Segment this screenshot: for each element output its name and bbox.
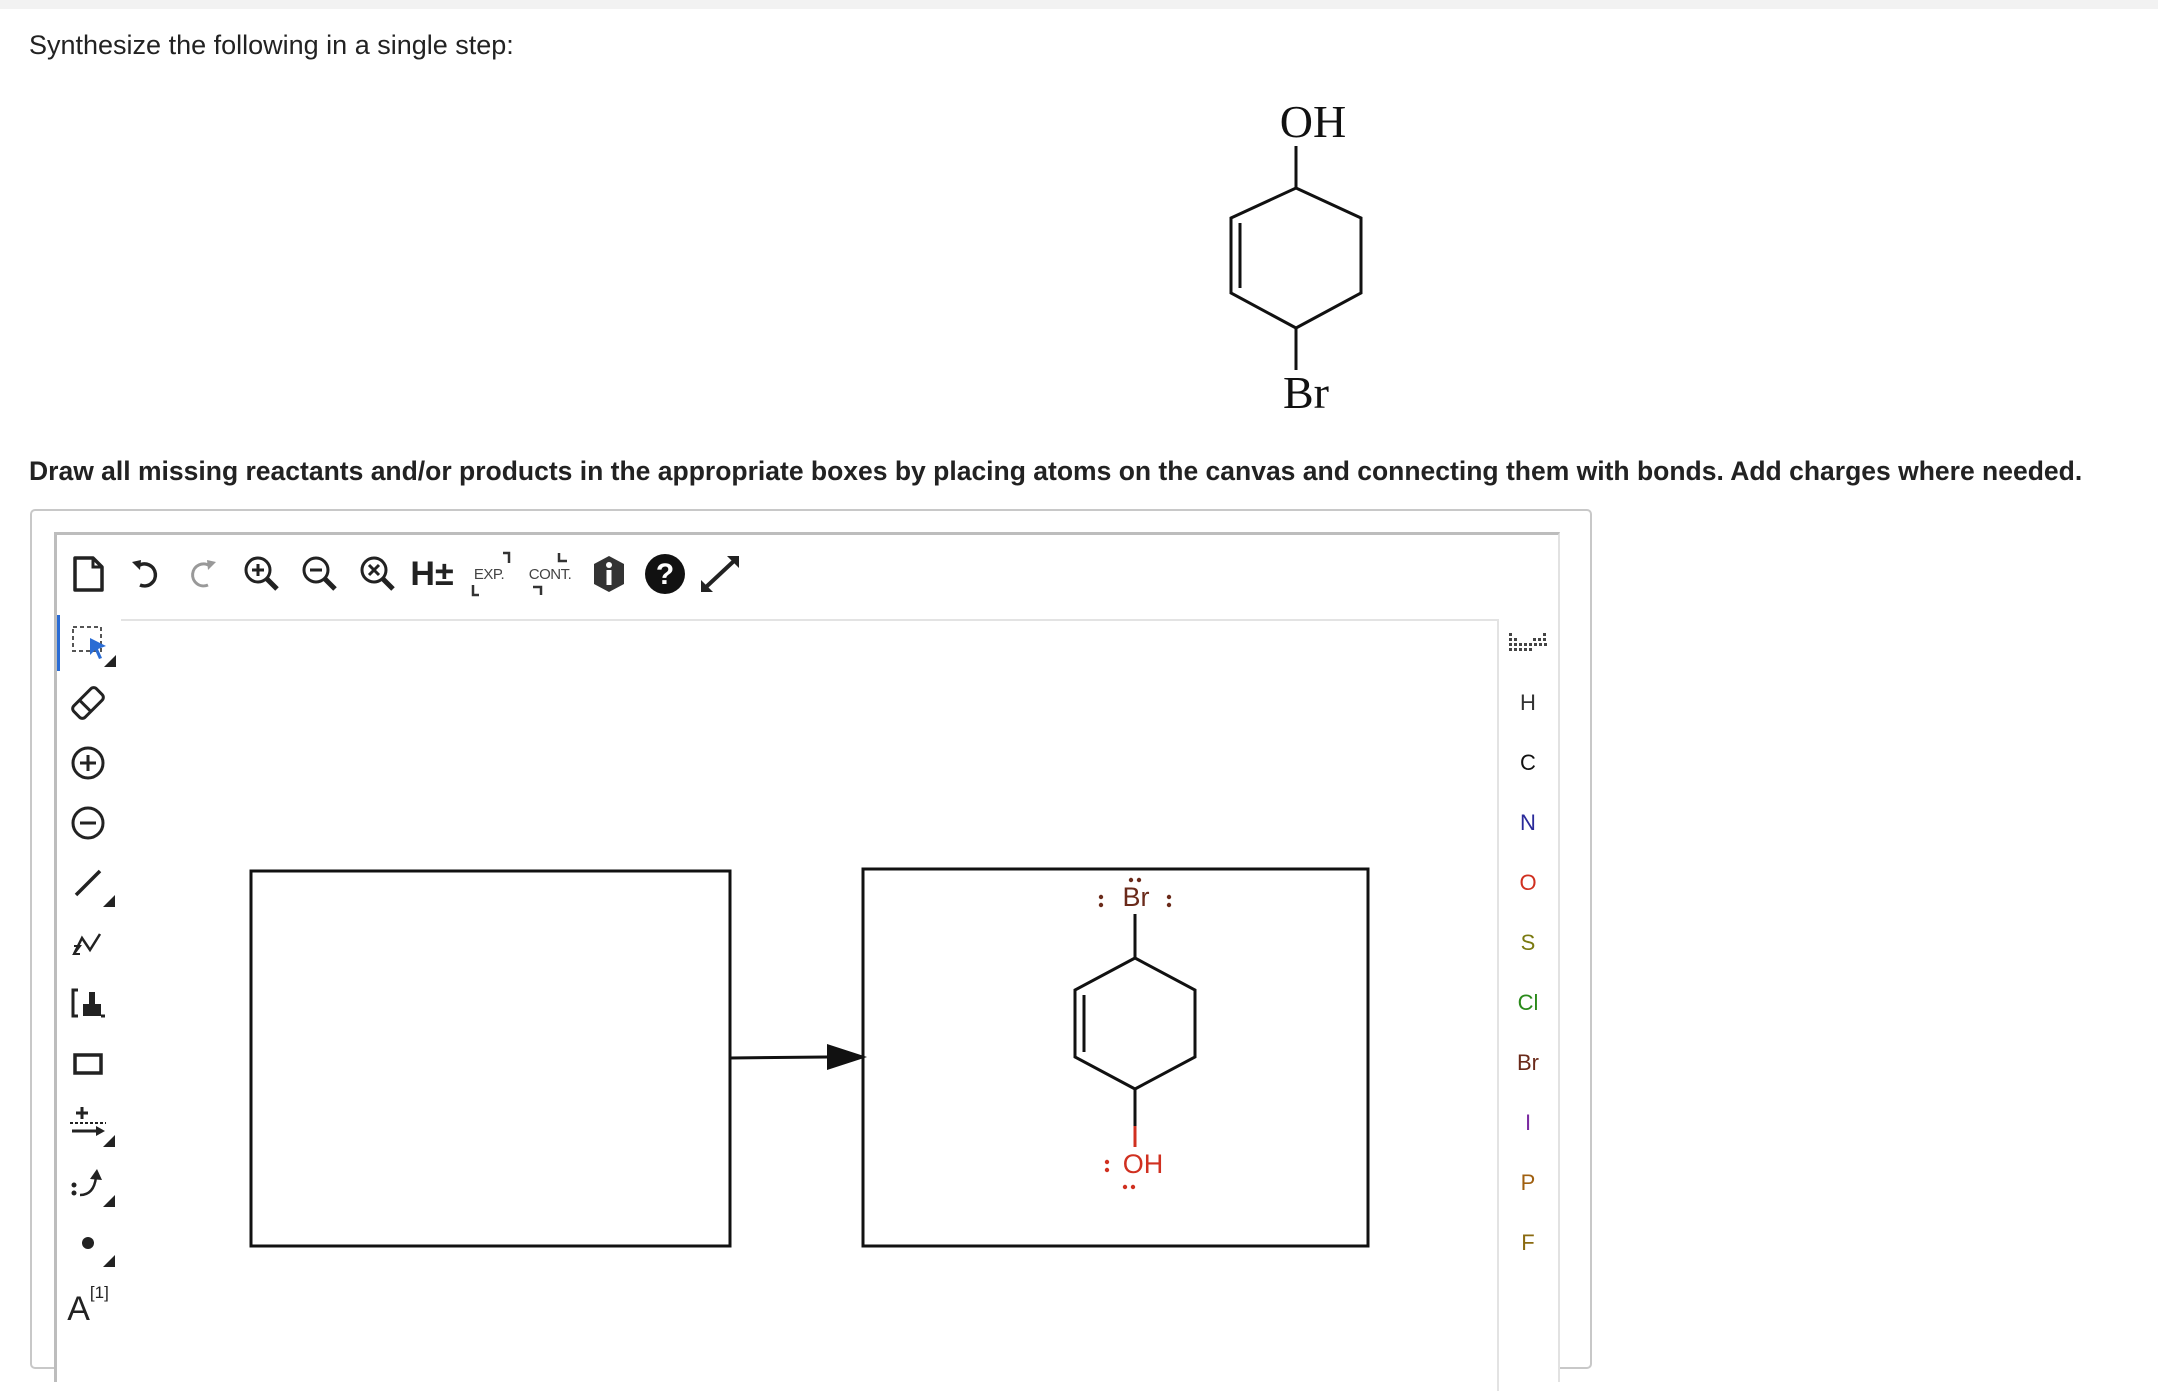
reactant-box[interactable] <box>249 869 732 1248</box>
element-o-label: O <box>1519 870 1537 895</box>
electron-flow-icon[interactable] <box>59 1155 117 1211</box>
product-br-label: Br <box>1123 882 1150 912</box>
element-s-label: S <box>1520 930 1536 955</box>
hydrogen-toggle-icon[interactable]: H± <box>410 554 454 593</box>
element-br-label: Br <box>1517 1050 1539 1075</box>
element-s-button[interactable]: S <box>1497 919 1559 967</box>
top-strip <box>0 0 2158 9</box>
element-i-button[interactable]: I <box>1497 1099 1559 1147</box>
element-n-button[interactable]: N <box>1497 799 1559 847</box>
reaction-arrowhead <box>827 1044 867 1070</box>
help-icon[interactable]: ? <box>643 549 687 599</box>
product-molecule[interactable]: Br OH <box>1073 877 1197 1190</box>
target-molecule: OH Br <box>1229 96 1363 418</box>
element-br-button[interactable]: Br <box>1497 1039 1559 1087</box>
atom-mapping-icon[interactable]: A [1] <box>59 1275 117 1331</box>
svg-text:?: ? <box>656 558 674 591</box>
element-toolbar: H C N O S Cl Br I P F <box>1497 619 1559 1389</box>
element-o-button[interactable]: O <box>1497 859 1559 907</box>
positive-charge-icon[interactable] <box>59 735 117 791</box>
target-br-label: Br <box>1283 367 1329 418</box>
selection-icon[interactable] <box>57 615 118 671</box>
element-c-label: C <box>1520 750 1536 775</box>
chain-icon[interactable] <box>59 915 117 971</box>
sketcher-frame: H± EXP. CONT. ? <box>54 532 1560 1391</box>
template-ring-icon[interactable] <box>59 1035 117 1091</box>
element-p-label: P <box>1520 1170 1536 1195</box>
expand-label: EXP. <box>473 565 505 583</box>
element-i-label: I <box>1524 1110 1532 1135</box>
undo-icon[interactable] <box>123 549 169 599</box>
product-oh-label: OH <box>1123 1149 1164 1179</box>
reaction-arrow-icon[interactable] <box>59 1095 117 1151</box>
redo-icon[interactable] <box>179 549 225 599</box>
new-document-icon[interactable] <box>65 549 111 599</box>
element-f-button[interactable]: F <box>1497 1219 1559 1267</box>
expand-icon[interactable]: EXP. <box>465 549 513 599</box>
reaction-scheme: Br OH <box>249 867 1370 1248</box>
element-cl-button[interactable]: Cl <box>1497 979 1559 1027</box>
target-oh-label: OH <box>1280 96 1346 147</box>
element-f-label: F <box>1521 1230 1535 1255</box>
element-p-button[interactable]: P <box>1497 1159 1559 1207</box>
instruction-text: Draw all missing reactants and/or produc… <box>29 456 2083 486</box>
element-h-button[interactable]: H <box>1497 679 1559 727</box>
radical-icon[interactable] <box>59 1215 117 1271</box>
fullscreen-icon[interactable] <box>695 549 745 599</box>
top-toolbar: H± EXP. CONT. ? <box>65 549 965 609</box>
atom-mapping-superscript: [1] <box>89 1283 109 1302</box>
reaction-arrow <box>729 1055 828 1060</box>
zoom-out-icon[interactable] <box>297 549 343 599</box>
contract-icon[interactable]: CONT. <box>523 549 577 599</box>
eraser-icon[interactable] <box>59 675 117 731</box>
info-icon[interactable] <box>589 549 629 599</box>
atom-mapping-label: A <box>67 1289 90 1328</box>
sgroup-icon[interactable] <box>59 975 117 1031</box>
drawing-canvas[interactable]: Br OH <box>121 619 1499 1391</box>
chemical-sketcher: H± EXP. CONT. ? <box>30 509 1592 1391</box>
contract-label: CONT. <box>528 565 572 583</box>
zoom-reset-icon[interactable] <box>355 549 401 599</box>
negative-charge-icon[interactable] <box>59 795 117 851</box>
single-bond-icon[interactable] <box>59 855 117 911</box>
zoom-in-icon[interactable] <box>239 549 285 599</box>
element-h-label: H <box>1520 690 1536 715</box>
element-n-label: N <box>1520 810 1536 835</box>
question-text: Synthesize the following in a single ste… <box>29 30 514 60</box>
element-cl-label: Cl <box>1517 990 1539 1015</box>
product-box[interactable] <box>861 867 1370 1248</box>
element-c-button[interactable]: C <box>1497 739 1559 787</box>
periodic-table-icon[interactable] <box>1497 619 1559 667</box>
